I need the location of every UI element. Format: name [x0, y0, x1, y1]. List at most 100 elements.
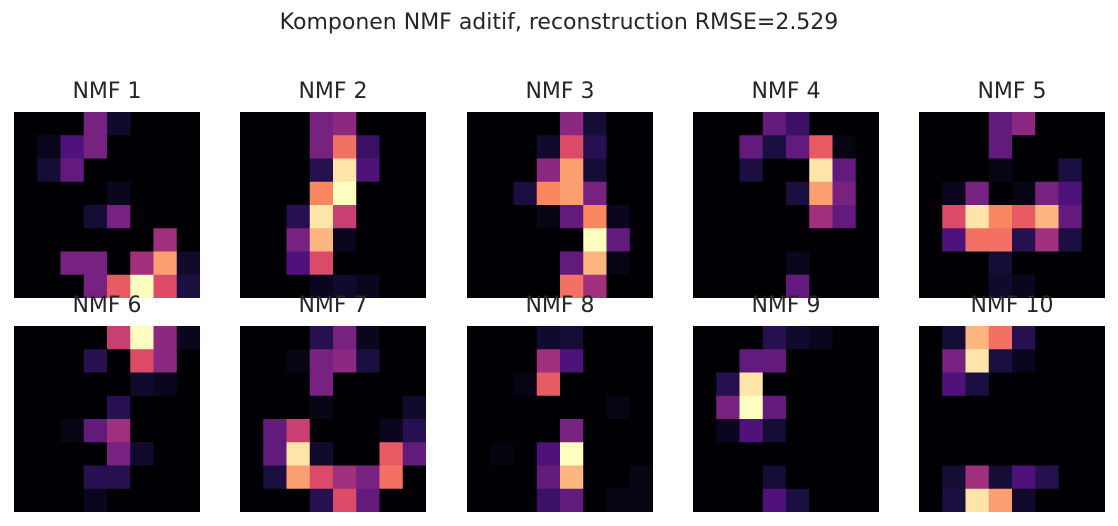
heatmap-cell: [1058, 181, 1083, 206]
component-heatmap: [919, 112, 1105, 298]
heatmap-cell: [14, 135, 38, 159]
heatmap-cell: [988, 419, 1013, 443]
heatmap-cell: [716, 465, 740, 490]
heatmap-cell: [379, 488, 404, 512]
heatmap-cell: [919, 442, 943, 466]
heatmap-cell: [130, 274, 154, 298]
heatmap-cell: [1058, 228, 1083, 252]
heatmap-cell: [333, 181, 357, 206]
heatmap-cell: [356, 228, 380, 252]
heatmap-cell: [965, 251, 990, 276]
heatmap-cell: [513, 442, 538, 466]
heatmap-cell: [536, 274, 561, 298]
heatmap-cell: [1058, 274, 1083, 298]
heatmap-cell: [402, 372, 426, 397]
heatmap-cell: [176, 205, 200, 229]
heatmap-cell: [1081, 181, 1105, 206]
heatmap-cell: [716, 442, 740, 466]
heatmap-cell: [1081, 112, 1105, 136]
heatmap-cell: [286, 326, 311, 350]
heatmap-cell: [762, 228, 787, 252]
heatmap-cell: [14, 488, 38, 512]
heatmap-cell: [855, 419, 879, 443]
heatmap-cell: [832, 135, 857, 159]
heatmap-cell: [379, 112, 404, 136]
heatmap-cell: [130, 488, 154, 512]
heatmap-svg: [919, 112, 1105, 298]
heatmap-cell: [809, 442, 833, 466]
heatmap-cell: [739, 274, 764, 298]
heatmap-cell: [762, 395, 787, 420]
heatmap-cell: [153, 419, 178, 443]
heatmap-cell: [83, 181, 108, 206]
heatmap-cell: [583, 181, 607, 206]
heatmap-cell: [693, 488, 717, 512]
heatmap-cell: [333, 228, 357, 252]
heatmap-cell: [786, 158, 810, 183]
heatmap-cell: [176, 395, 200, 420]
heatmap-cell: [176, 135, 200, 159]
heatmap-cell: [583, 228, 607, 252]
heatmap-cell: [263, 181, 287, 206]
heatmap-cell: [762, 135, 787, 159]
component-heatmap: [14, 112, 200, 298]
heatmap-cell: [739, 158, 764, 183]
heatmap-cell: [14, 442, 38, 466]
heatmap-cell: [333, 112, 357, 136]
heatmap-cell: [762, 465, 787, 490]
heatmap-cell: [333, 349, 357, 373]
heatmap-cell: [60, 158, 85, 183]
heatmap-cell: [762, 326, 787, 350]
heatmap-cell: [240, 135, 264, 159]
heatmap-cell: [176, 326, 200, 350]
heatmap-cell: [240, 372, 264, 397]
heatmap-cell: [107, 465, 131, 490]
heatmap-cell: [14, 228, 38, 252]
heatmap-cell: [130, 419, 154, 443]
heatmap-cell: [855, 135, 879, 159]
heatmap-cell: [83, 326, 108, 350]
heatmap-cell: [855, 326, 879, 350]
heatmap-cell: [490, 442, 514, 466]
heatmap-cell: [739, 372, 764, 397]
heatmap-cell: [153, 274, 178, 298]
heatmap-cell: [490, 349, 514, 373]
heatmap-cell: [83, 349, 108, 373]
heatmap-cell: [60, 274, 85, 298]
heatmap-cell: [309, 372, 334, 397]
heatmap-cell: [988, 488, 1013, 512]
heatmap-cell: [1035, 326, 1059, 350]
component-title: NMF 7: [298, 293, 368, 318]
heatmap-cell: [988, 442, 1013, 466]
heatmap-cell: [942, 251, 966, 276]
heatmap-cell: [60, 442, 85, 466]
heatmap-cell: [809, 158, 833, 183]
heatmap-cell: [379, 205, 404, 229]
heatmap-cell: [37, 326, 61, 350]
heatmap-cell: [786, 274, 810, 298]
heatmap-cell: [965, 158, 990, 183]
heatmap-cell: [855, 158, 879, 183]
heatmap-cell: [467, 465, 491, 490]
heatmap-cell: [536, 442, 561, 466]
heatmap-cell: [762, 112, 787, 136]
heatmap-cell: [1012, 274, 1036, 298]
heatmap-cell: [309, 158, 334, 183]
heatmap-cell: [263, 419, 287, 443]
heatmap-cell: [107, 372, 131, 397]
heatmap-cell: [356, 465, 380, 490]
heatmap-cell: [130, 112, 154, 136]
heatmap-cell: [832, 274, 857, 298]
heatmap-cell: [263, 205, 287, 229]
heatmap-cell: [1035, 251, 1059, 276]
heatmap-cell: [490, 205, 514, 229]
heatmap-cell: [107, 349, 131, 373]
heatmap-cell: [176, 349, 200, 373]
heatmap-cell: [606, 158, 631, 183]
heatmap-cell: [490, 251, 514, 276]
heatmap-cell: [739, 395, 764, 420]
heatmap-cell: [809, 135, 833, 159]
heatmap-cell: [286, 274, 311, 298]
heatmap-cell: [942, 372, 966, 397]
heatmap-cell: [855, 442, 879, 466]
